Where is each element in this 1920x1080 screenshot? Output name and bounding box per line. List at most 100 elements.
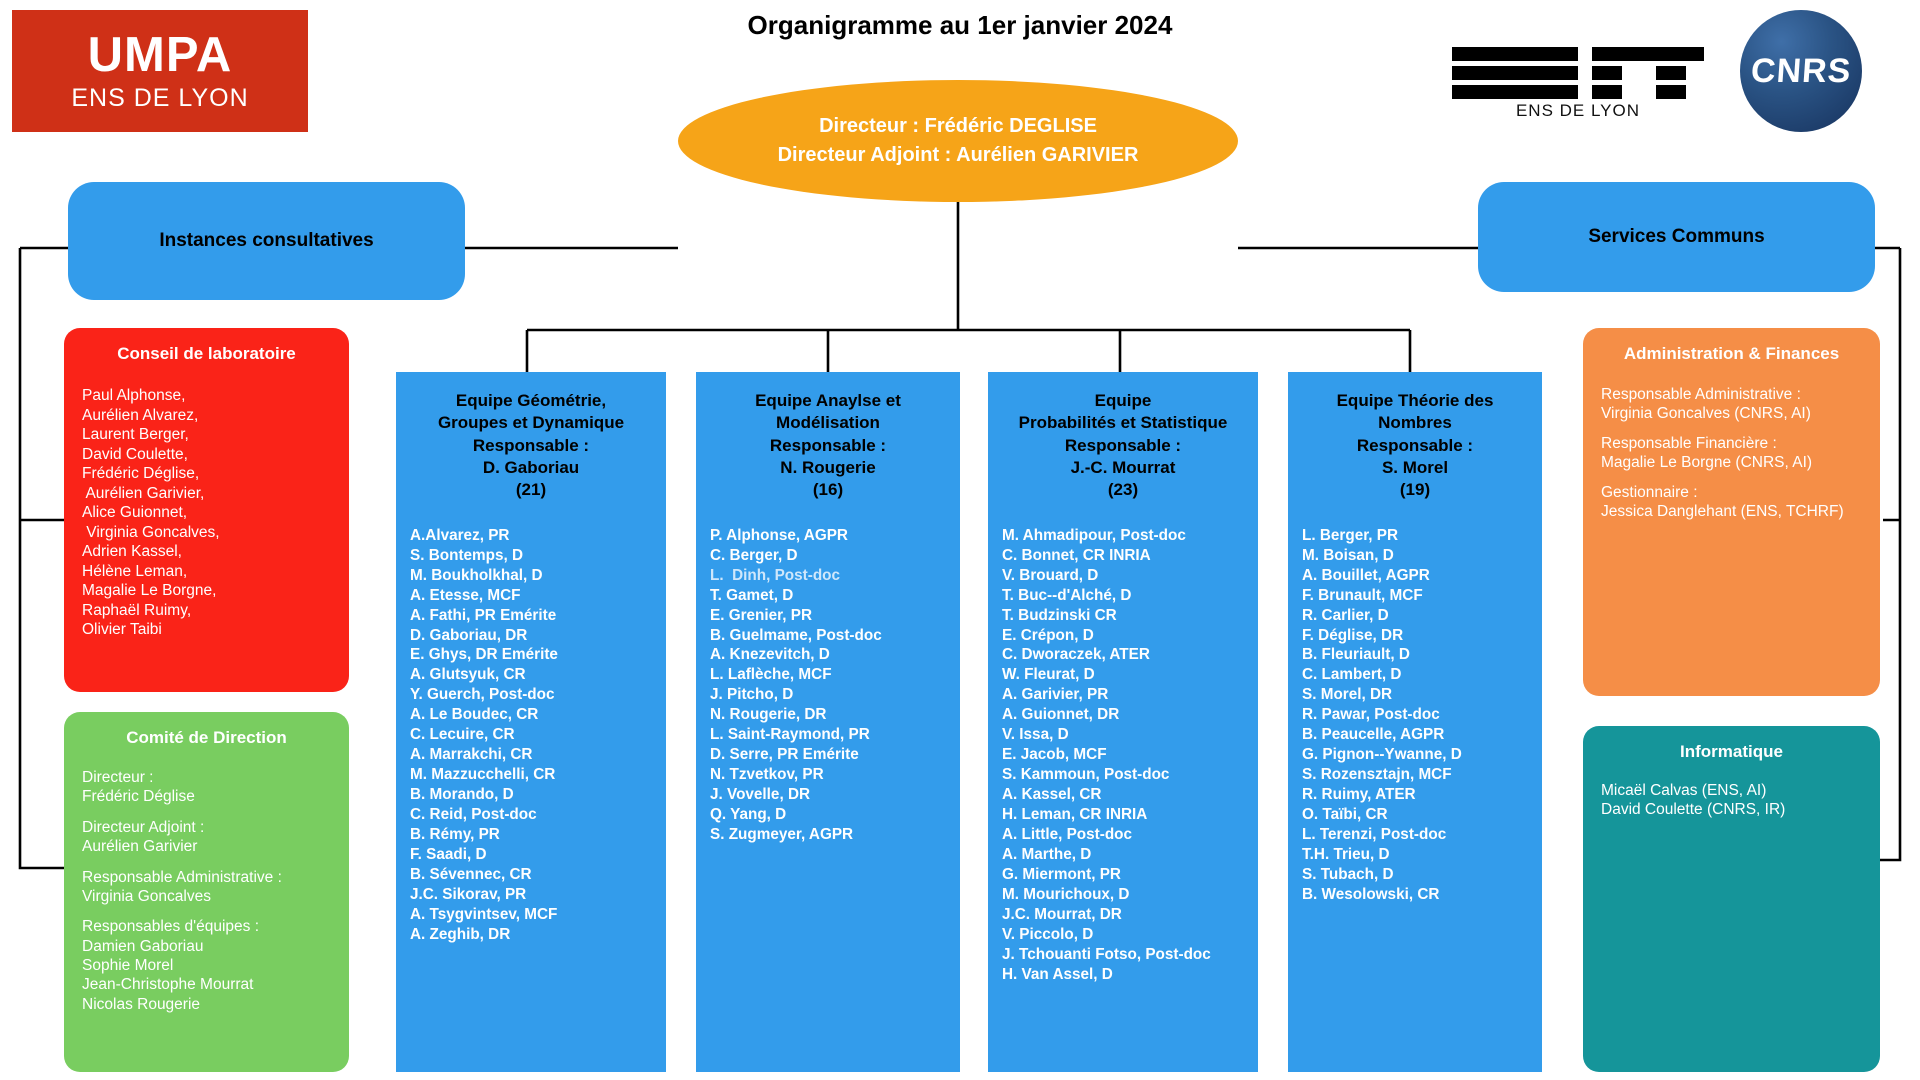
comite-line: Nicolas Rougerie (82, 995, 201, 1013)
instances-consultatives-node: Instances consultatives (68, 182, 465, 300)
team-member: V. Piccolo, D (1002, 925, 1094, 943)
administration-line: Jessica Danglehant (ENS, TCHRF) (1601, 502, 1844, 520)
conseil-member: Aurélien Garivier, (82, 484, 205, 502)
comite-line: Aurélien Garivier (82, 838, 198, 856)
team-member: V. Issa, D (1002, 726, 1069, 744)
conseil-member: Magalie Le Borgne, (82, 582, 217, 600)
team-member: L. Terenzi, Post-doc (1302, 826, 1447, 844)
team-header-line: Probabilités et Statistique (1018, 413, 1228, 433)
conseil-member: Laurent Berger, (82, 426, 189, 444)
team-member: H. Leman, CR INRIA (1002, 806, 1148, 824)
team-member: B. Morando, D (410, 786, 514, 804)
team-member: B. Wesolowski, CR (1302, 885, 1440, 903)
team-member: A. Tsygvintsev, MCF (410, 905, 558, 923)
team-member: O. Taïbi, CR (1302, 806, 1388, 824)
team-member: G. Miermont, PR (1002, 865, 1121, 883)
comite-de-direction-box: Comité de Direction Directeur :Frédéric … (64, 712, 349, 1072)
team-member: M. Mazzucchelli, CR (410, 766, 556, 784)
team-member: A. Marrakchi, CR (410, 746, 533, 764)
comite-line: Sophie Morel (82, 957, 174, 974)
team-member: M. Mourichoux, D (1002, 885, 1130, 903)
team-member: T. Budzinski CR (1002, 606, 1117, 624)
team-member-count: (19) (1399, 479, 1431, 499)
team-member: C. Lambert, D (1302, 666, 1402, 684)
team-member: N. Tzvetkov, PR (710, 766, 824, 784)
team-member: A. Kassel, CR (1002, 786, 1102, 804)
team-member: L. Saint-Raymond, PR (710, 726, 870, 744)
team-member: J.C. Mourrat, DR (1002, 905, 1122, 923)
team-member: C. Berger, D (710, 546, 798, 564)
page-title: Organigramme au 1er janvier 2024 (747, 10, 1173, 40)
administration-line: Magalie Le Borgne (CNRS, AI) (1601, 453, 1813, 471)
conseil-member: Hélène Leman, (82, 562, 188, 580)
team-member: L. Dinh, Post-doc (710, 566, 841, 584)
conseil-member: David Coulette, (82, 445, 188, 463)
team-member: J. Pitcho, D (710, 686, 794, 704)
team-header-line: Responsable : (1064, 435, 1182, 455)
team-header-line: N. Rougerie (780, 458, 876, 478)
team-member: A. Etesse, MCF (410, 586, 521, 604)
team-member: A. Fathi, PR Emérite (410, 606, 557, 624)
team-header-line: Equipe Géométrie, (455, 391, 607, 410)
team-header-line: Equipe Théorie des (1336, 391, 1494, 410)
team-member: J.C. Sikorav, PR (410, 885, 527, 903)
team-member: J. Tchouanti Fotso, Post-doc (1002, 945, 1211, 963)
team-member: R. Pawar, Post-doc (1302, 706, 1440, 724)
team-member: D. Serre, PR Emérite (710, 746, 859, 764)
services-communs-label: Services Communs (1588, 226, 1765, 247)
team-member: E. Crépon, D (1002, 626, 1094, 644)
team-member: S. Kammoun, Post-doc (1002, 766, 1170, 784)
team-header-line: Responsable : (769, 435, 887, 455)
team-member: J. Vovelle, DR (710, 786, 811, 804)
team-member: R. Ruimy, ATER (1302, 786, 1416, 804)
team-member: B. Guelmame, Post-doc (710, 626, 882, 644)
team-member: G. Pignon--Ywanne, D (1302, 746, 1462, 764)
administration-content: Responsable Administrative :Virginia Gon… (1601, 386, 1862, 521)
team-header-line: Nombres (1378, 413, 1452, 433)
team-header-line: Groupes et Dynamique (437, 413, 625, 433)
team-member: F. Brunault, MCF (1302, 586, 1423, 604)
comite-line: Directeur : (82, 769, 154, 786)
conseil-title: Conseil de laboratoire (117, 344, 296, 363)
comite-line: Frédéric Déglise (82, 788, 195, 806)
team-member: B. Sévennec, CR (410, 865, 532, 883)
team-member: S. Morel, DR (1302, 686, 1393, 704)
team-member: E. Grenier, PR (710, 606, 813, 624)
team-member: C. Reid, Post-doc (410, 806, 537, 824)
team-header-line: Equipe (1094, 391, 1152, 410)
team-member: R. Carlier, D (1302, 606, 1389, 624)
administration-line: Responsable Administrative : (1601, 386, 1801, 403)
informatique-line: David Coulette (CNRS, IR) (1601, 800, 1786, 818)
team-header-line: J.-C. Mourrat (1070, 458, 1176, 478)
director-node: Directeur : Frédéric DEGLISE Directeur A… (678, 80, 1238, 202)
administration-finances-box: Administration & Finances Responsable Ad… (1583, 328, 1880, 696)
comite-line: Jean-Christophe Mourrat (82, 976, 254, 994)
spacer (82, 906, 331, 917)
spacer (1601, 424, 1862, 435)
team-member: A. Glutsyuk, CR (410, 666, 526, 684)
informatique-title: Informatique (1680, 742, 1783, 761)
comite-line: Responsable Administrative : (82, 868, 282, 886)
cnrs-logo: CNRS (1740, 10, 1862, 132)
conseil-de-laboratoire-box: Conseil de laboratoire Paul Alphonse,Aur… (64, 328, 349, 692)
team-member: T.H. Trieu, D (1302, 846, 1390, 863)
conseil-member-list: Paul Alphonse,Aurélien Alvarez,Laurent B… (82, 386, 331, 640)
services-communs-node: Services Communs (1478, 182, 1875, 292)
conseil-member: Paul Alphonse, (82, 387, 186, 404)
ens-de-lyon-logo: ENS DE LYON (1452, 45, 1704, 123)
team-member: W. Fleurat, D (1002, 666, 1095, 684)
conseil-member: Frédéric Déglise, (82, 465, 200, 483)
team-member: T. Gamet, D (710, 586, 794, 604)
administration-line: Responsable Financière : (1601, 434, 1777, 452)
